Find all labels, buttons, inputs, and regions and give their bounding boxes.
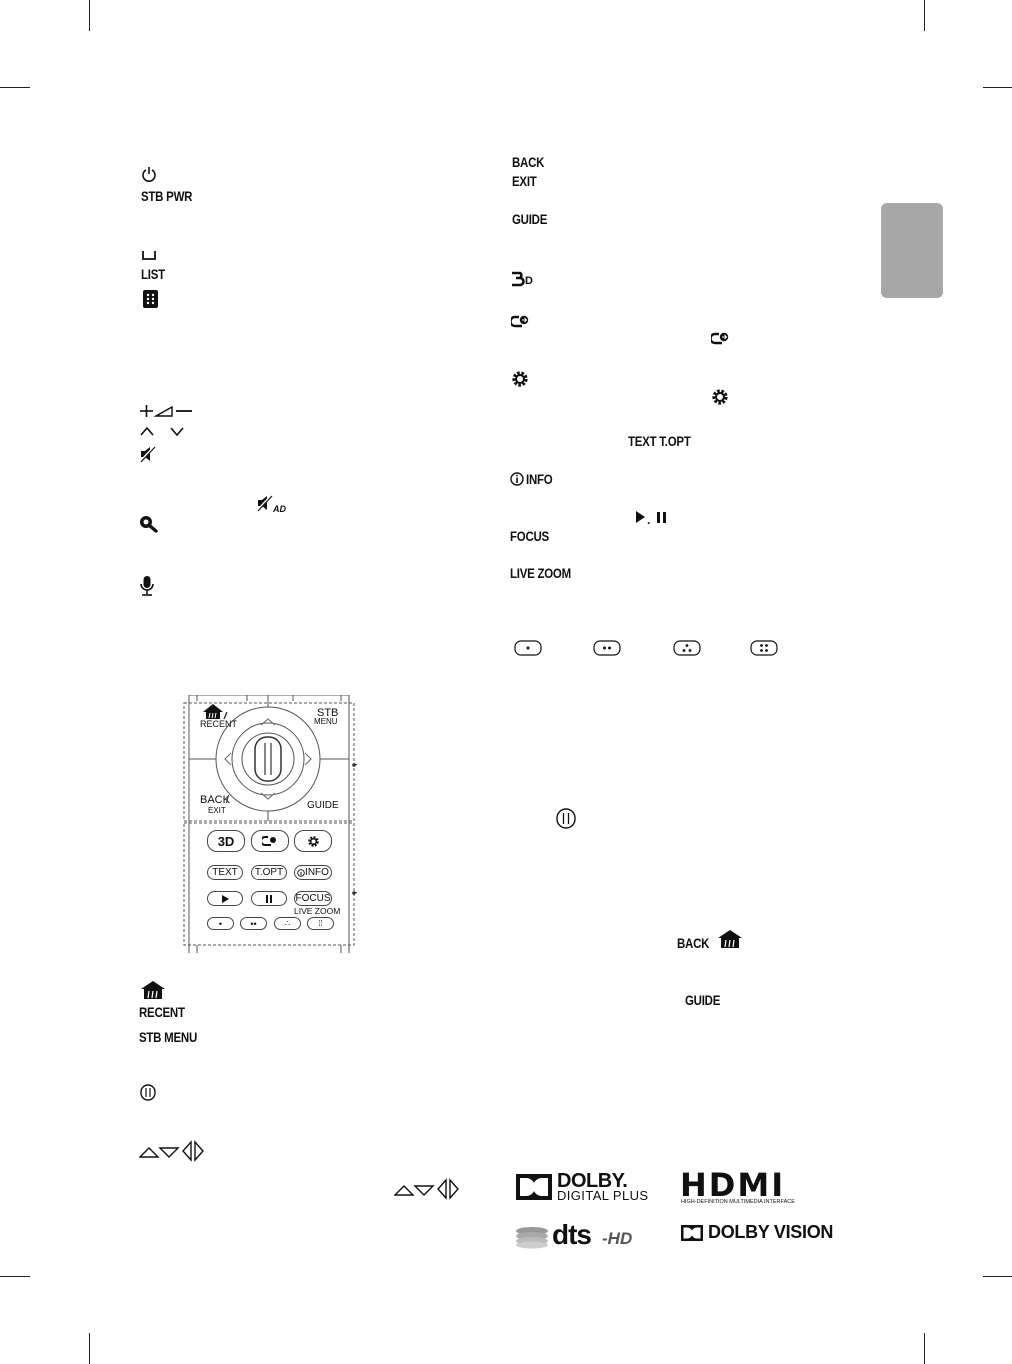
svg-text:,: ,	[647, 513, 650, 524]
guide-inline-label: GUIDE	[685, 992, 721, 1008]
remote-color-button-2: ••	[240, 917, 267, 930]
color-button-4-icon	[750, 640, 778, 656]
remote-outline	[183, 695, 357, 953]
remote-exit-text: EXIT	[208, 806, 226, 815]
input-icon	[511, 315, 529, 328]
space-icon	[142, 251, 156, 260]
info-label: INFO	[526, 471, 553, 487]
remote-back-text: BACK	[200, 794, 230, 806]
back-label: BACK	[512, 154, 545, 170]
volume-icon	[140, 405, 192, 417]
hdmi-logo-tagline: HIGH-DEFINITION MULTIMEDIA INTERFACE	[681, 1199, 795, 1205]
remote-color-button-3: ∴	[274, 917, 301, 930]
dolby-logo-icon	[516, 1174, 552, 1200]
stb-menu-label: STB MENU	[139, 1029, 197, 1045]
remote-guide-text: GUIDE	[307, 800, 339, 811]
3d-icon: D	[512, 271, 533, 287]
home-icon-inline	[718, 930, 742, 948]
power-icon	[142, 167, 156, 182]
remote-text-button: TEXT	[207, 865, 243, 880]
svg-text:D: D	[525, 275, 533, 287]
remote-focus-button: FOCUS	[294, 891, 332, 906]
remote-settings-button	[294, 830, 332, 852]
color-button-1-icon	[514, 640, 542, 656]
mute-icon	[139, 445, 156, 463]
remote-illustration: RECENT STB MENU BACK / EXIT GUIDE 3D TEX…	[181, 695, 357, 953]
input-icon	[262, 836, 276, 846]
remote-input-button	[251, 830, 289, 852]
dolby-vision-logo: DOLBY VISION	[708, 1222, 834, 1242]
navigation-arrows-icon-inline	[394, 1178, 459, 1200]
dolby-vision-icon	[681, 1225, 703, 1241]
remote-info-button: INFO	[294, 865, 332, 880]
remote-back-slash: /	[226, 794, 230, 806]
remote-play-button	[207, 891, 243, 906]
remote-3d-button: 3D	[207, 830, 245, 852]
stb-pwr-label: STB PWR	[141, 188, 193, 204]
remote-topt-button: T.OPT	[251, 865, 287, 880]
guide-label: GUIDE	[512, 211, 548, 227]
microphone-icon	[140, 576, 154, 596]
list-label: LIST	[141, 266, 165, 282]
svg-text:AD: AD	[272, 504, 286, 514]
crop-mark	[924, 0, 925, 31]
settings-icon-inline	[712, 389, 728, 405]
home-icon	[141, 981, 165, 999]
crop-mark	[924, 1333, 925, 1364]
search-icon	[140, 516, 158, 533]
recent-label: RECENT	[139, 1004, 185, 1020]
live-zoom-label: LIVE ZOOM	[510, 565, 571, 581]
remote-stb-text: STB	[317, 707, 339, 719]
info-icon	[297, 868, 305, 877]
remote-live-zoom-text: LIVE ZOOM	[294, 906, 341, 916]
remote-color-button-4: ⁞⁞	[307, 917, 334, 930]
number-pad-icon	[143, 290, 158, 308]
remote-pause-button	[251, 891, 287, 906]
input-icon-inline	[711, 332, 729, 345]
color-button-2-icon	[593, 640, 621, 656]
channel-up-down-icon	[140, 426, 184, 437]
dolby-logo-top: DOLBY.	[557, 1170, 628, 1192]
color-button-3-icon	[673, 640, 701, 656]
crop-mark	[89, 1333, 90, 1364]
hdmi-logo: HDMI	[680, 1166, 786, 1204]
navigation-arrows-icon	[139, 1140, 204, 1162]
remote-recent-text: RECENT	[200, 719, 238, 729]
dts-hd-logo: -HD	[602, 1229, 633, 1248]
dolby-logo-bottom: DIGITAL PLUS	[557, 1188, 649, 1203]
crop-mark	[983, 87, 1012, 88]
focus-label: FOCUS	[510, 528, 549, 544]
dts-logo: dts	[552, 1219, 592, 1250]
mute-ad-icon: AD	[256, 494, 286, 514]
crop-mark	[0, 87, 30, 88]
play-pause-icon: ,	[636, 511, 666, 524]
dts-disc-icon	[516, 1227, 548, 1249]
pause-icon	[266, 894, 272, 903]
language-tab-marker	[881, 203, 943, 298]
info-icon	[510, 472, 524, 486]
text-topt-label: TEXT T.OPT	[628, 433, 691, 449]
crop-mark	[89, 0, 90, 31]
wheel-icon	[140, 1084, 156, 1101]
settings-icon	[512, 371, 528, 387]
crop-mark	[0, 1276, 30, 1277]
remote-color-button-1: •	[207, 917, 234, 930]
remote-menu-text: MENU	[314, 717, 338, 726]
wheel-icon-inline	[556, 808, 576, 829]
play-icon	[222, 894, 229, 903]
crop-mark	[983, 1276, 1012, 1277]
back-inline-label: BACK	[677, 935, 710, 951]
settings-icon	[307, 835, 319, 847]
exit-label: EXIT	[512, 173, 537, 189]
